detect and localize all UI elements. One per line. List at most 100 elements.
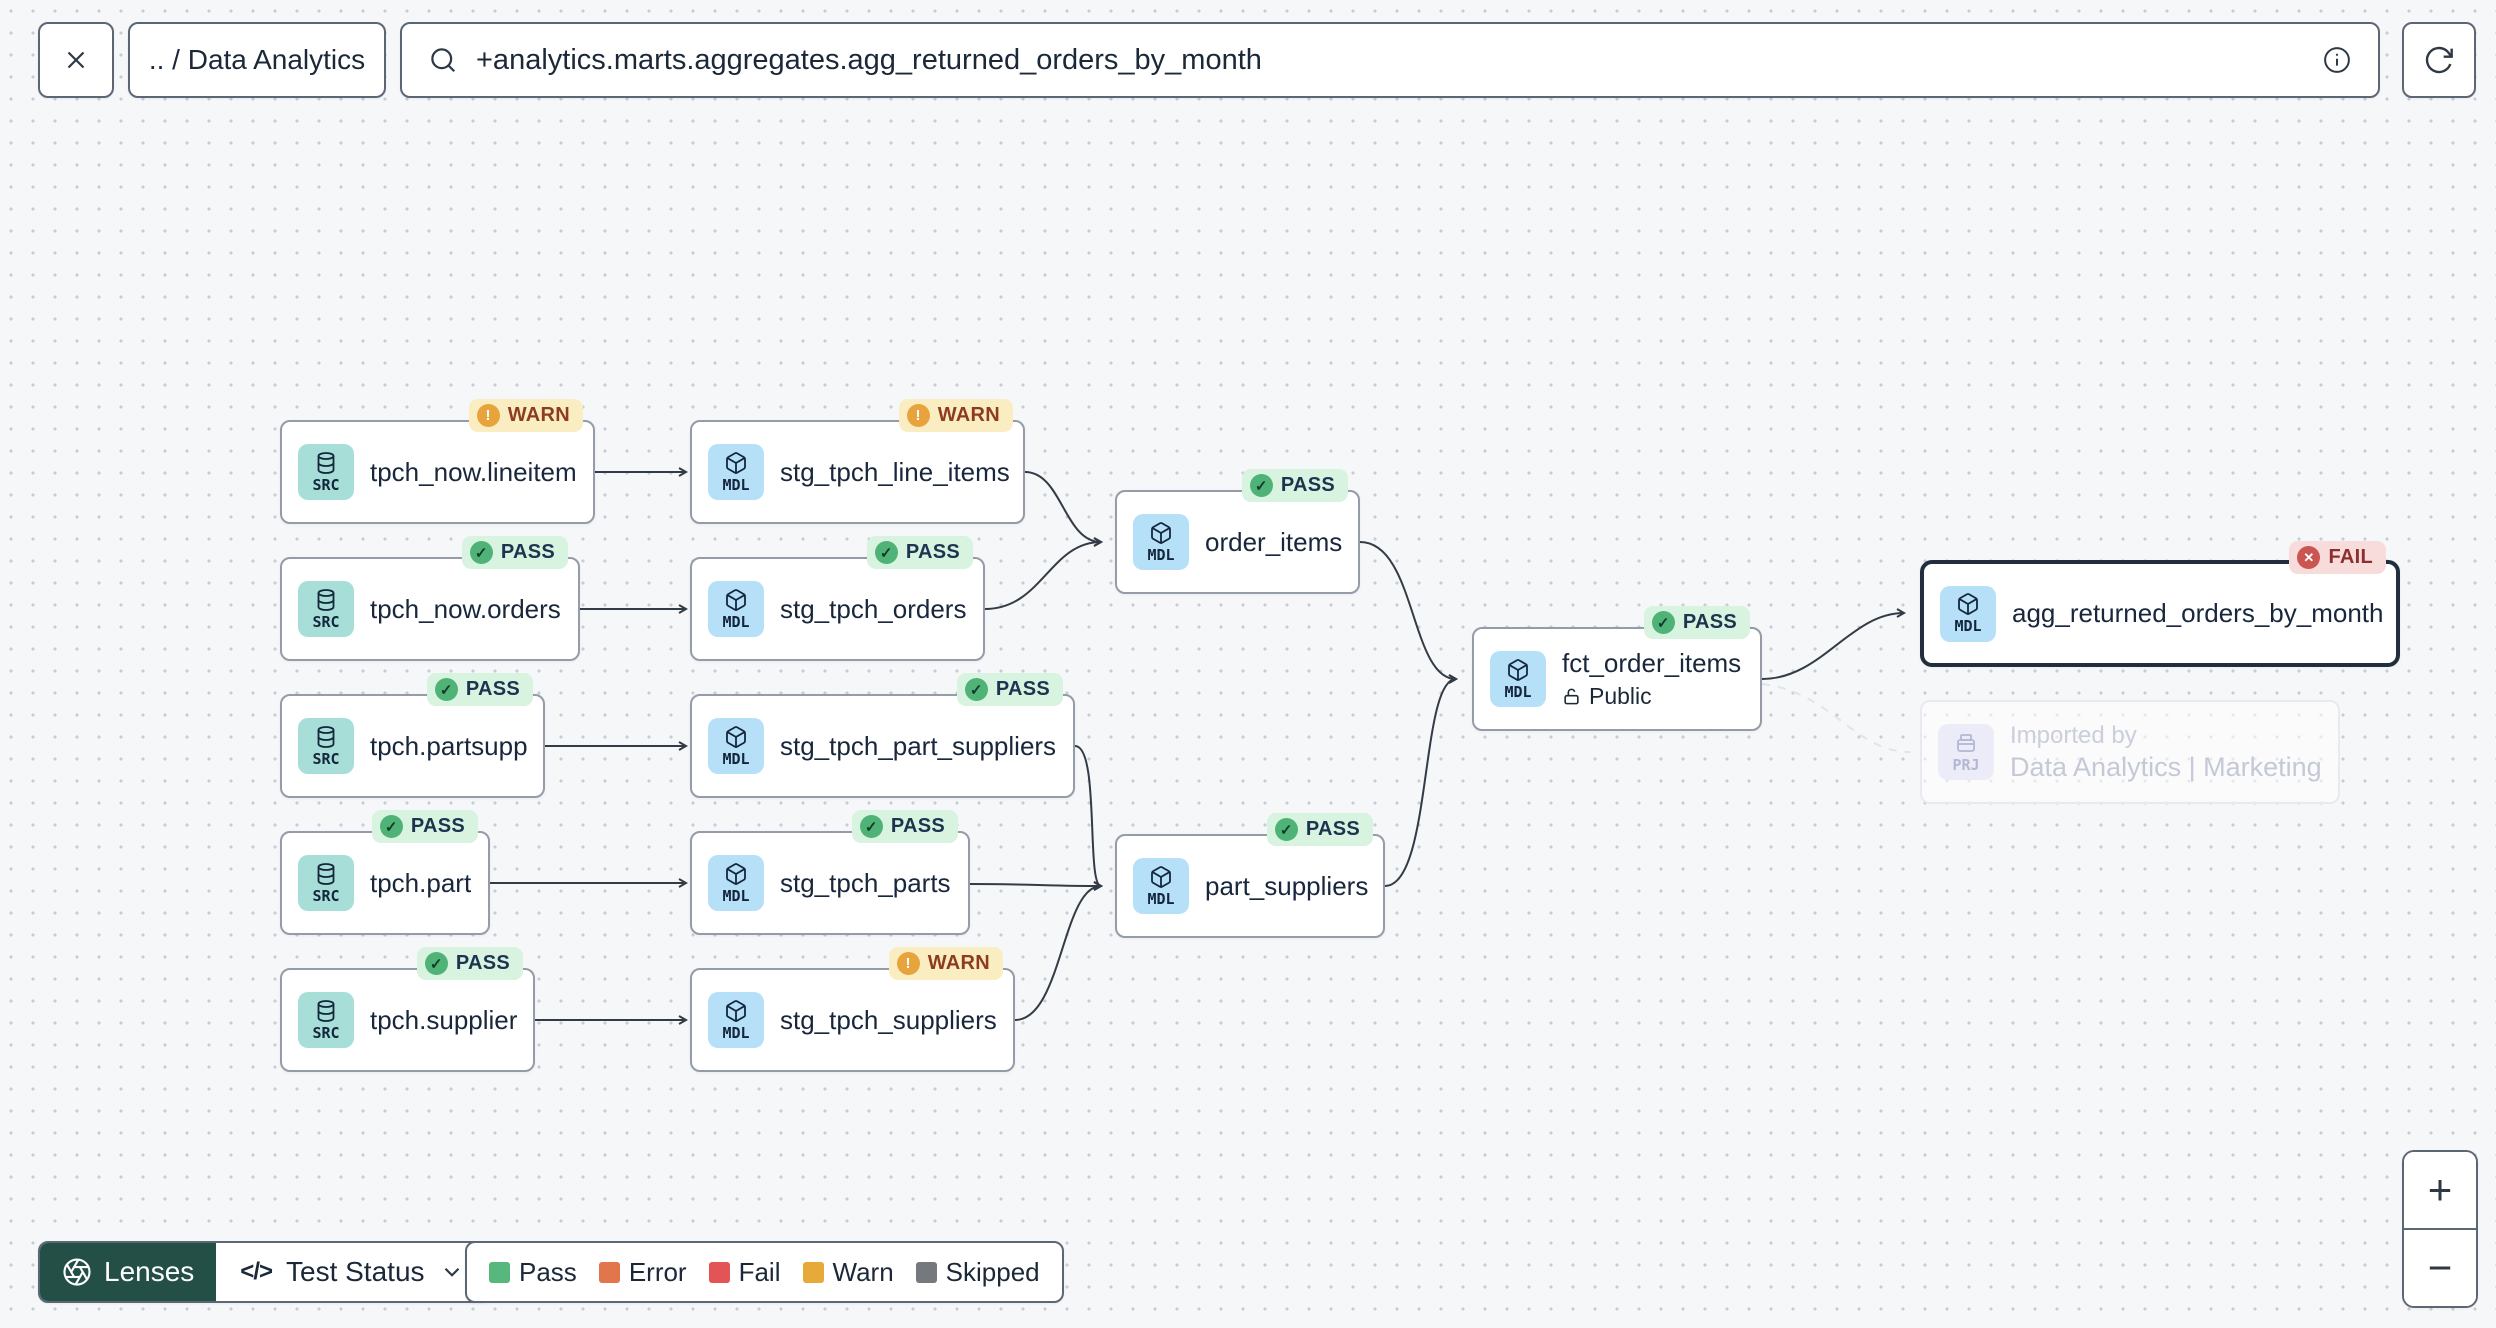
node-label: part_suppliers — [1205, 870, 1369, 901]
lens-selector[interactable]: </> Test Status — [216, 1243, 489, 1301]
legend-item-error: Error — [598, 1256, 687, 1288]
database-icon — [317, 862, 335, 885]
legend-item-fail: Fail — [708, 1256, 781, 1288]
unlock-icon — [1564, 688, 1579, 705]
search-icon — [431, 48, 456, 73]
legend-label: Fail — [738, 1256, 781, 1287]
node-stg-tpch-parts[interactable]: ✓ PASS MDL stg_tpch_parts — [690, 810, 970, 935]
close-button[interactable] — [38, 22, 114, 98]
node-tpch-supplier[interactable]: ✓ PASS SRC tpch.supplier — [280, 947, 535, 1072]
node-label: tpch.supplier — [370, 1004, 518, 1035]
node-type-label: MDL — [722, 612, 750, 631]
test-status-legend: Pass Error Fail Warn Skipped — [465, 1241, 1064, 1303]
source-chip: SRC — [298, 992, 354, 1048]
node-label: tpch.partsupp — [370, 730, 528, 761]
cube-icon — [1958, 593, 1978, 615]
warn-icon: ! — [896, 952, 920, 975]
pass-icon: ✓ — [1651, 611, 1675, 634]
cube-icon — [726, 725, 746, 748]
node-tpch-now-lineitem[interactable]: ! WARN SRC tpch_now.lineitem — [280, 399, 595, 524]
node-stg-tpch-line-items[interactable]: ! WARN MDL stg_tpch_line_items — [690, 399, 1025, 524]
lens-selected-label: Test Status — [286, 1256, 425, 1287]
cube-icon — [1151, 521, 1171, 544]
legend-item-skipped: Skipped — [915, 1256, 1040, 1288]
status-badge: ✓ PASS — [461, 536, 568, 569]
status-label: PASS — [455, 952, 510, 974]
search-bar[interactable] — [400, 22, 2380, 98]
node-tpch-part[interactable]: ✓ PASS SRC tpch.part — [280, 810, 490, 935]
chevron-down-icon — [444, 1267, 459, 1277]
project-chip: PRJ — [1938, 724, 1994, 780]
model-chip: MDL — [1940, 585, 1996, 642]
status-badge: ! WARN — [888, 947, 1003, 980]
node-imported-by-project: PRJ Imported by Data Analytics | Marketi… — [1920, 700, 2340, 804]
node-stg-tpch-suppliers[interactable]: ! WARN MDL stg_tpch_suppliers — [690, 947, 1015, 1072]
close-icon — [67, 51, 85, 69]
node-type-label: MDL — [722, 886, 750, 905]
zoom-out-button[interactable]: − — [2404, 1228, 2476, 1306]
aperture-icon — [63, 1258, 91, 1286]
source-chip: SRC — [298, 444, 354, 500]
node-fct-order-items[interactable]: ✓ PASS MDL fct_order_items Public — [1472, 606, 1762, 731]
node-order-items[interactable]: ✓ PASS MDL order_items — [1115, 469, 1360, 594]
zoom-in-button[interactable]: + — [2404, 1152, 2476, 1228]
node-stg-tpch-part-suppliers[interactable]: ✓ PASS MDL stg_tpch_part_suppliers — [690, 673, 1075, 798]
status-badge: ! WARN — [898, 399, 1013, 432]
node-type-label: SRC — [312, 475, 340, 494]
model-chip: MDL — [708, 718, 764, 774]
legend-swatch-fail — [708, 1261, 730, 1283]
source-chip: SRC — [298, 581, 354, 637]
legend-label: Error — [628, 1256, 687, 1287]
node-stg-tpch-orders[interactable]: ✓ PASS MDL stg_tpch_orders — [690, 536, 985, 661]
node-type-label: SRC — [312, 612, 340, 631]
legend-swatch-skipped — [915, 1261, 937, 1283]
info-icon[interactable] — [2322, 45, 2352, 75]
legend-swatch-pass — [489, 1261, 510, 1283]
source-chip: SRC — [298, 855, 354, 911]
refresh-button[interactable] — [2402, 22, 2476, 98]
warn-icon: ! — [476, 404, 500, 427]
pass-icon: ✓ — [434, 678, 458, 701]
status-badge: ✓ PASS — [1266, 813, 1373, 846]
node-type-label: MDL — [1147, 545, 1175, 564]
legend-label: Skipped — [945, 1256, 1040, 1287]
status-badge: ✓ PASS — [851, 810, 958, 843]
node-type-label: MDL — [722, 475, 750, 494]
model-chip: MDL — [708, 444, 764, 500]
status-label: PASS — [1280, 474, 1335, 496]
status-label: PASS — [465, 678, 520, 700]
status-badge: ! WARN — [468, 399, 583, 432]
lenses-button[interactable]: Lenses — [40, 1243, 217, 1301]
node-label: order_items — [1205, 526, 1343, 557]
node-part-suppliers[interactable]: ✓ PASS MDL part_suppliers — [1115, 813, 1385, 938]
status-label: PASS — [1682, 611, 1737, 633]
refresh-icon — [2425, 46, 2453, 74]
node-tpch-partsupp[interactable]: ✓ PASS SRC tpch.partsupp — [280, 673, 545, 798]
pass-icon: ✓ — [1274, 818, 1298, 841]
legend-swatch-warn — [802, 1261, 824, 1283]
source-chip: SRC — [298, 718, 354, 774]
pass-icon: ✓ — [874, 541, 898, 564]
code-icon: </> — [240, 1258, 273, 1285]
cube-icon — [726, 451, 746, 474]
node-tpch-now-orders[interactable]: ✓ PASS SRC tpch_now.orders — [280, 536, 580, 661]
pass-icon: ✓ — [424, 952, 448, 975]
node-label: agg_returned_orders_by_month — [2012, 598, 2384, 628]
node-label: tpch_now.lineitem — [370, 456, 577, 487]
status-badge: ✓ PASS — [956, 673, 1063, 706]
node-label: tpch.part — [370, 867, 472, 898]
node-label: tpch_now.orders — [370, 593, 561, 624]
node-agg-returned-orders-by-month[interactable]: ✕ FAIL MDL agg_returned_orders_by_month — [1920, 541, 2400, 667]
database-icon — [317, 451, 335, 474]
zoom-controls: + − — [2402, 1150, 2478, 1308]
status-badge: ✓ PASS — [416, 947, 523, 980]
search-input[interactable] — [476, 43, 2304, 77]
status-label: PASS — [410, 815, 465, 837]
node-type-label: MDL — [1504, 682, 1532, 701]
breadcrumb[interactable]: .. / Data Analytics — [128, 22, 386, 98]
cube-icon — [726, 862, 746, 885]
node-type-label: SRC — [312, 749, 340, 768]
pass-icon: ✓ — [964, 678, 988, 701]
access-label: Public — [1589, 683, 1652, 709]
status-badge: ✓ PASS — [1643, 606, 1750, 639]
